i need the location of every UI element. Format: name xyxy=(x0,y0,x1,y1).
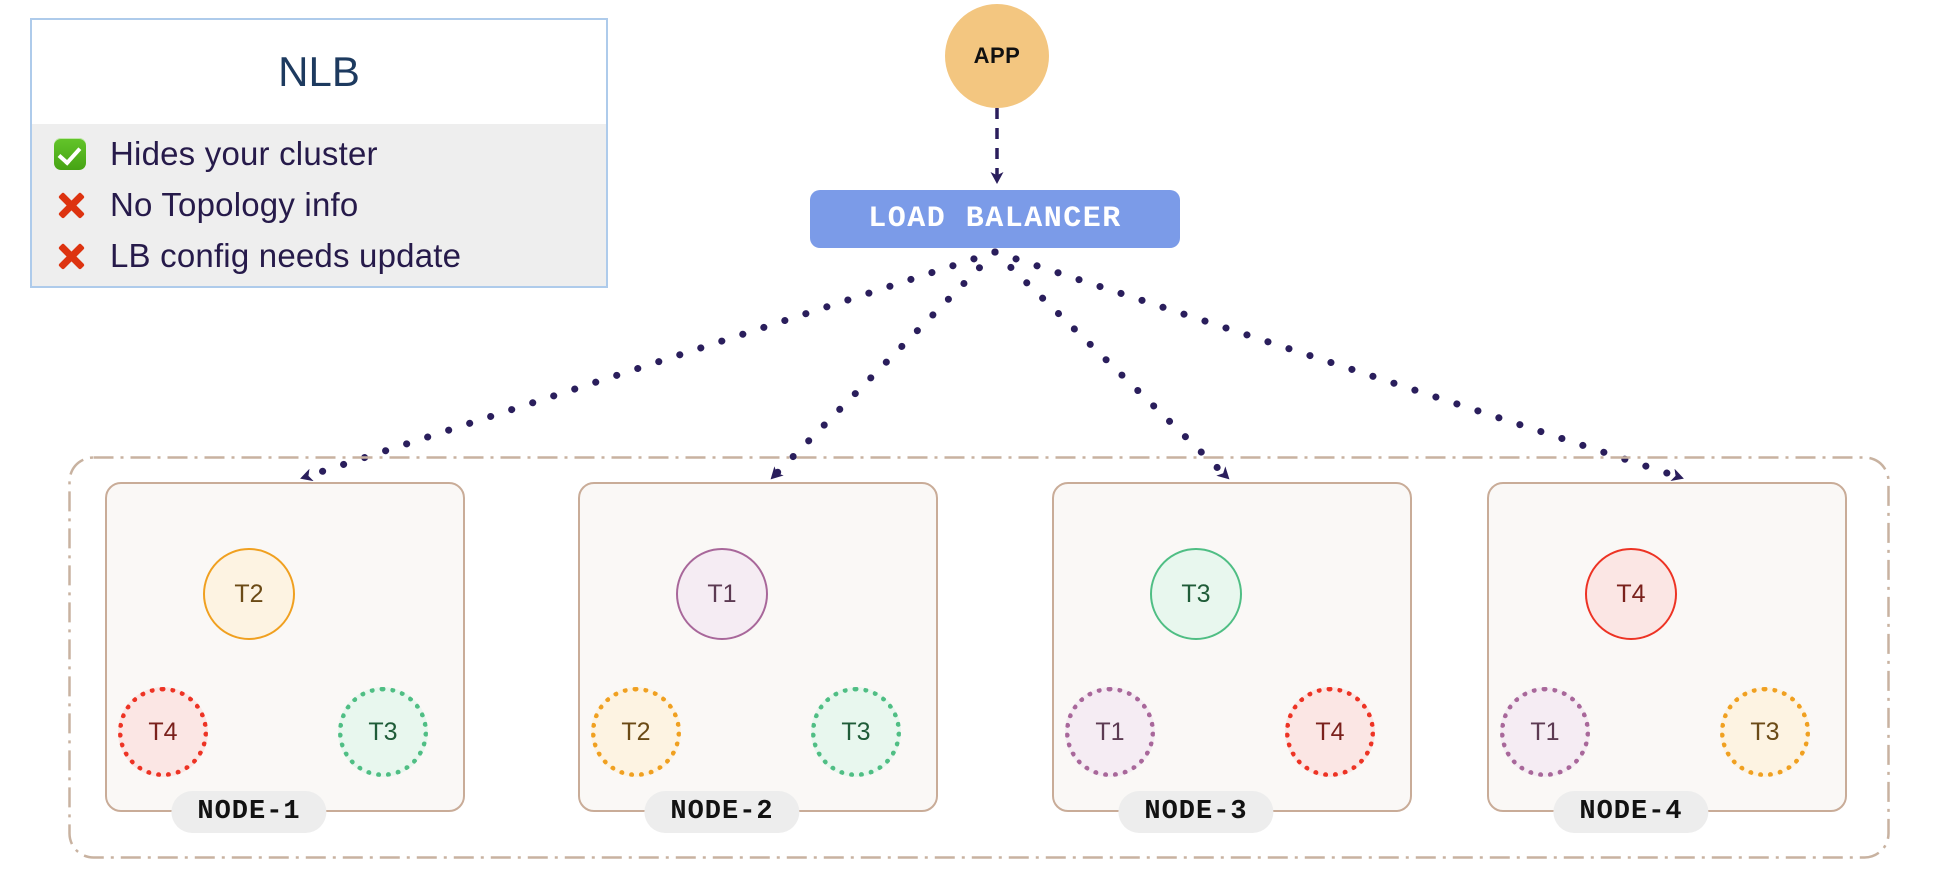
task-circle-t3-replica[interactable]: T3 xyxy=(1720,687,1810,777)
node-label-2: NODE-2 xyxy=(644,791,800,833)
node-label-4: NODE-4 xyxy=(1553,791,1709,833)
cross-icon xyxy=(54,188,110,222)
task-circle-t3-replica[interactable]: T3 xyxy=(811,687,901,777)
task-circle-t4-replica[interactable]: T4 xyxy=(1285,687,1375,777)
legend-item-label: No Topology info xyxy=(110,185,359,223)
task-circle-t1-replica[interactable]: T1 xyxy=(1500,687,1590,777)
edge-lb-to-node-4 xyxy=(991,248,1686,482)
list-item: No Topology info xyxy=(32,179,606,230)
cross-icon xyxy=(54,239,110,273)
node-label-3: NODE-3 xyxy=(1118,791,1274,833)
legend-body: Hides your cluster No Topology info LB c… xyxy=(32,124,606,286)
task-circle-t2-primary[interactable]: T2 xyxy=(203,548,295,640)
edge-lb-to-node-3 xyxy=(991,248,1232,482)
legend-item-label: LB config needs update xyxy=(110,236,462,274)
list-item: Hides your cluster xyxy=(32,128,606,179)
edge-lb-to-node-2 xyxy=(768,248,999,482)
task-circle-t4-primary[interactable]: T4 xyxy=(1585,548,1677,640)
check-icon xyxy=(54,137,110,170)
list-item: LB config needs update xyxy=(32,230,606,281)
task-circle-t3-replica[interactable]: T3 xyxy=(338,687,428,777)
nlb-legend-card: NLB Hides your cluster No Topology info … xyxy=(30,18,608,288)
task-circle-t4-replica[interactable]: T4 xyxy=(118,687,208,777)
legend-title: NLB xyxy=(32,20,606,124)
node-label-1: NODE-1 xyxy=(171,791,327,833)
legend-item-label: Hides your cluster xyxy=(110,134,378,172)
app-node[interactable]: APP xyxy=(945,4,1049,108)
load-balancer-node[interactable]: LOAD BALANCER xyxy=(810,190,1180,248)
task-circle-t2-replica[interactable]: T2 xyxy=(591,687,681,777)
task-circle-t1-replica[interactable]: T1 xyxy=(1065,687,1155,777)
task-circle-t1-primary[interactable]: T1 xyxy=(676,548,768,640)
task-circle-t3-primary[interactable]: T3 xyxy=(1150,548,1242,640)
